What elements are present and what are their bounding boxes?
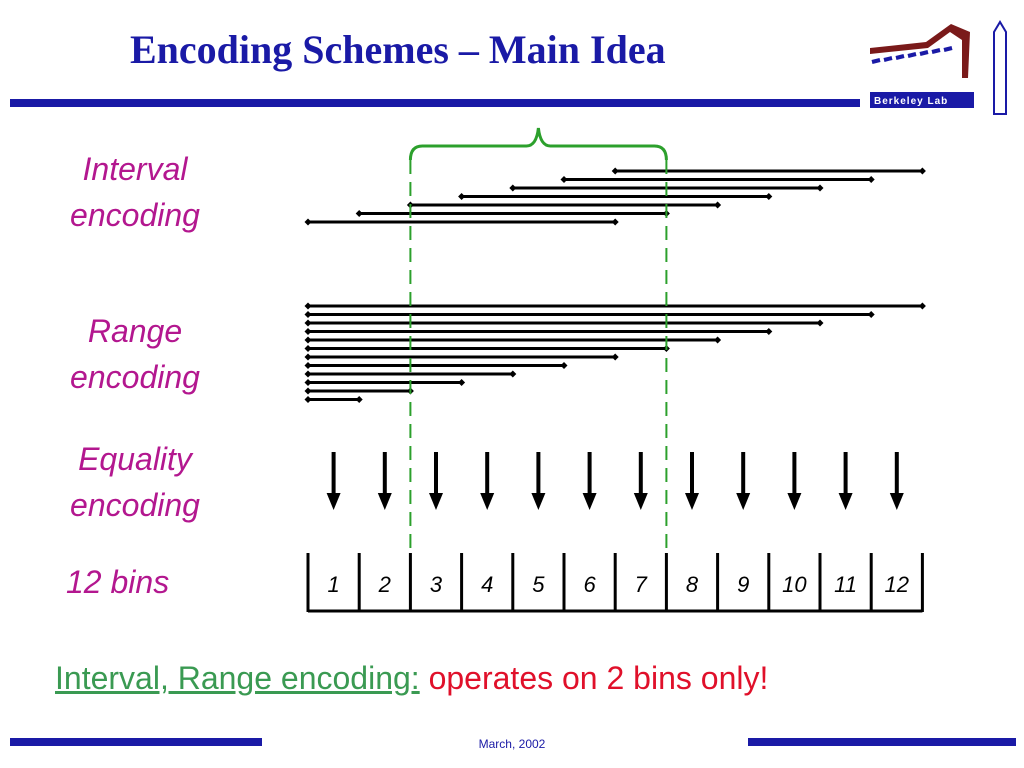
line-endpoint — [765, 328, 773, 335]
bin-number: 1 — [327, 572, 339, 597]
summary-text: Interval, Range encoding: operates on 2 … — [55, 660, 768, 697]
line-endpoint — [304, 370, 312, 378]
interval-encoding-label: Interval encoding — [70, 151, 200, 233]
line-endpoint — [304, 345, 312, 352]
bin-number: 9 — [737, 572, 749, 597]
line-endpoint — [304, 336, 312, 344]
equality-arrow-head — [429, 493, 443, 510]
footer-rule-right — [748, 738, 1016, 746]
line-endpoint — [816, 184, 824, 192]
summary-lead: Interval, Range encoding: — [55, 660, 420, 696]
line-endpoint — [304, 302, 312, 310]
line-endpoint — [509, 370, 517, 378]
line-endpoint — [867, 311, 875, 318]
equality-arrow-head — [889, 493, 904, 510]
line-endpoint — [560, 176, 568, 183]
equality-arrow-head — [582, 493, 597, 510]
bin-number: 6 — [583, 572, 596, 597]
line-endpoint — [304, 328, 312, 335]
line-endpoint — [816, 319, 824, 327]
equality-arrow-head — [531, 493, 546, 510]
footer-rule-left — [10, 738, 262, 746]
line-endpoint — [304, 311, 312, 318]
berkeley-lab-logo: Berkeley Lab — [870, 20, 1007, 115]
bin-number: 10 — [782, 572, 807, 597]
equality-arrow-head — [685, 493, 699, 510]
line-endpoint — [918, 167, 926, 175]
logo-text: Berkeley Lab — [874, 96, 948, 107]
bin-number: 2 — [378, 572, 391, 597]
line-endpoint — [355, 396, 363, 403]
equality-arrow-head — [736, 493, 751, 510]
line-endpoint — [304, 387, 312, 395]
equality-arrow-head — [377, 493, 392, 510]
line-endpoint — [611, 167, 619, 175]
line-endpoint — [867, 176, 875, 183]
bin-number: 8 — [686, 572, 699, 597]
line-endpoint — [304, 319, 312, 327]
slide-title: Encoding Schemes – Main Idea — [130, 27, 666, 72]
bins-label: 12 bins — [66, 564, 170, 600]
title-underline — [10, 99, 860, 107]
line-endpoint — [714, 201, 722, 209]
bin-number: 3 — [430, 572, 443, 597]
line-endpoint — [918, 302, 926, 310]
equality-arrow-head — [480, 493, 495, 510]
line-endpoint — [304, 396, 312, 403]
line-endpoint — [304, 218, 312, 226]
bin-number: 4 — [481, 572, 493, 597]
line-endpoint — [304, 362, 312, 369]
range-encoding-label: Range encoding — [70, 313, 200, 395]
footer-date: March, 2002 — [478, 737, 546, 751]
range-encoding-lines — [304, 302, 926, 403]
equality-arrow-head — [787, 493, 802, 510]
highlight-brace — [408, 127, 668, 161]
line-endpoint — [714, 336, 722, 344]
line-endpoint — [304, 353, 312, 361]
equality-arrow-head — [633, 493, 648, 510]
line-endpoint — [304, 379, 312, 386]
line-endpoint — [765, 193, 773, 200]
interval-encoding-lines — [304, 167, 926, 226]
summary-rest: operates on 2 bins only! — [419, 660, 769, 696]
bin-number: 11 — [834, 572, 857, 597]
bin-number: 7 — [635, 572, 648, 597]
line-endpoint — [560, 362, 568, 369]
line-endpoint — [458, 193, 466, 200]
line-endpoint — [458, 379, 466, 386]
bin-number: 12 — [885, 572, 909, 597]
line-endpoint — [611, 218, 619, 226]
line-endpoint — [509, 184, 517, 192]
equality-arrow-head — [326, 493, 341, 510]
equality-encoding-arrows — [326, 452, 904, 510]
equality-arrow-head — [838, 493, 853, 510]
bin-number: 5 — [532, 572, 545, 597]
line-endpoint — [355, 210, 363, 217]
highlight-bracket — [408, 127, 668, 552]
equality-encoding-label: Equality encoding — [70, 441, 200, 523]
line-endpoint — [611, 353, 619, 361]
